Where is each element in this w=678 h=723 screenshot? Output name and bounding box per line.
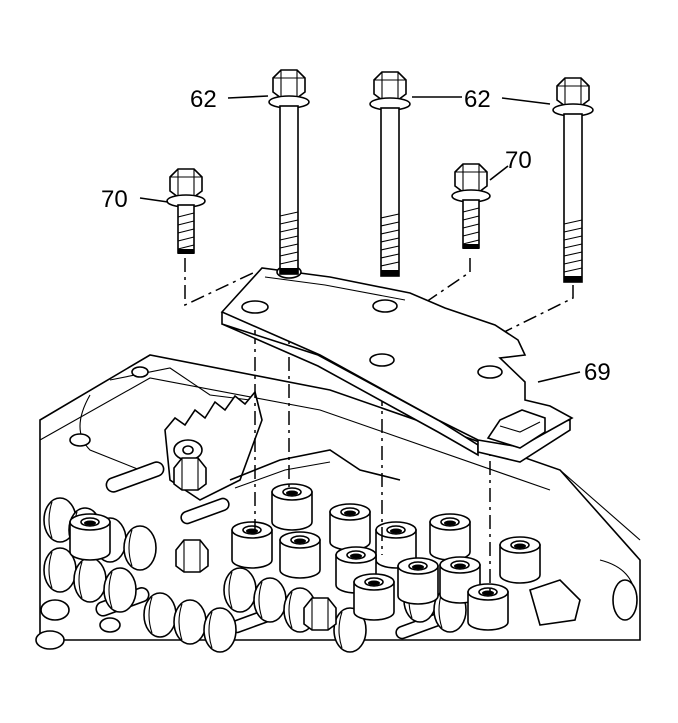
callout-62-right: 62 (464, 86, 491, 113)
bolt-70-left (166, 168, 206, 255)
valve-body-hex-bolts (173, 457, 337, 631)
callout-70-left: 70 (101, 186, 128, 213)
bolt-62-center (369, 71, 411, 277)
callout-69: 69 (584, 359, 611, 386)
bolt-62-right (552, 77, 594, 283)
bolt-70-right (451, 163, 491, 250)
callout-62-left: 62 (190, 86, 217, 113)
callout-70-right: 70 (505, 147, 532, 174)
bolt-62-left (268, 69, 310, 275)
valve-body-bosses (69, 483, 581, 631)
callout-leaders (139, 95, 581, 383)
